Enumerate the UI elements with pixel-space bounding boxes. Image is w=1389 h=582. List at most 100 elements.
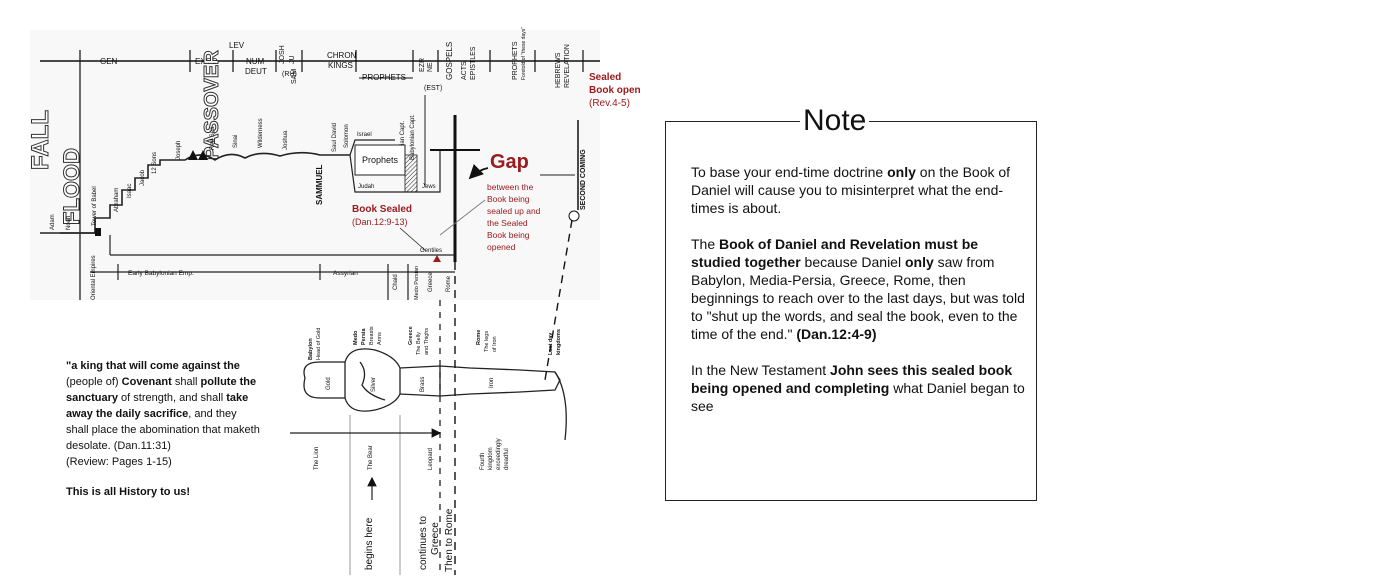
statue-label-head: Head of Gold <box>316 328 322 360</box>
note-p1-only: only <box>887 164 916 180</box>
statue-arm <box>359 361 386 401</box>
gap-desc-5: Book being <box>487 230 530 240</box>
statue-body <box>303 348 561 412</box>
statue-label-rome: Rome <box>476 330 482 345</box>
quote-line-3b: of strength, and shall <box>117 392 227 404</box>
saul-david-label: Saul David <box>332 123 338 152</box>
quote-dan-ref: (Dan.11:31) <box>113 440 171 452</box>
oriental-empires-label: Oriental Empires <box>91 255 97 300</box>
statue-top-labels: Babylon Head of Gold Medo Persia Breasts… <box>308 326 562 360</box>
gap-desc-6: opened <box>487 242 516 252</box>
passover-label: PASSOVER <box>201 50 223 160</box>
assyrian-capt-label: Assyrian Capt. <box>400 121 406 160</box>
statue-label-iron: of Iron <box>492 336 498 352</box>
gap-desc-1: between the <box>487 182 534 192</box>
joseph-label: Joseph <box>176 141 182 160</box>
timeline-ticks <box>79 50 584 300</box>
tower-label: Tower of Babel <box>92 186 98 226</box>
gap-arrow <box>468 164 489 180</box>
quote-line-4b: , and they <box>188 408 237 420</box>
jacob-label: Jacob <box>140 169 146 186</box>
patriarch-path <box>60 151 350 234</box>
quote-line-5: shall place the abomination that maketh <box>66 424 260 436</box>
note-p3-bold: John sees this sealed book being opened … <box>691 362 1013 396</box>
wilderness-label: Wilderness <box>258 118 264 148</box>
book-epistles: EPISTLES <box>470 46 477 80</box>
captivity-hatch <box>404 154 418 193</box>
then-to-rome-label: Then to Rome <box>444 508 455 572</box>
beast-lion: The Lion <box>314 447 320 470</box>
note-p1-c: on the Book of Daniel will cause you to … <box>691 164 1011 216</box>
statue-label-lastday: Last day <box>548 332 554 355</box>
book-kings: KINGS <box>328 61 353 70</box>
note-paragraph-1: To base your end-time doctrine only on t… <box>691 163 1026 217</box>
statue-label-breasts: Breasts <box>369 326 375 345</box>
assyrian-label: Assyrian <box>333 270 358 277</box>
early-babylonian-label: Early Babylonian Emp. <box>128 270 194 277</box>
book-chron: CHRON <box>327 51 357 60</box>
book-sam: SAM <box>291 69 298 84</box>
greece-bottom-label: Greece <box>430 522 441 555</box>
statue-label-arms: Arms <box>377 332 383 345</box>
isaac-label: Isaac <box>127 184 133 198</box>
judah-branch <box>349 154 420 193</box>
statue-label-thighs: and Thighs <box>424 328 430 355</box>
sealed-label-1: Sealed <box>589 72 621 83</box>
note-p3-c: what Daniel began to see <box>691 380 1025 414</box>
bible-timeline-diagram: GEN EXOD LEV NUM DEUT JOSH JU (RU) SAM C… <box>27 27 641 575</box>
rome-vlabel: Rome <box>446 275 452 292</box>
tower-marker <box>95 228 101 236</box>
statue-label-babylon: Babylon <box>308 338 314 360</box>
beast-fourth-3: exceedingly <box>496 438 502 470</box>
note-p2-c: because Daniel <box>800 254 905 270</box>
metal-iron: Iron <box>489 378 495 388</box>
book-sealed-ref: (Dan.12:9-13) <box>352 217 408 227</box>
quote-history-note: This is all History to us! <box>66 486 191 498</box>
samuel-label: SAMMUEL <box>315 164 324 205</box>
beast-labels: The Lion The Bear Leopard Fourth kingdom… <box>314 438 510 470</box>
gap-desc-2: Book being <box>487 194 530 204</box>
beast-bear: The Bear <box>368 445 374 470</box>
book-deut: DEUT <box>245 67 267 76</box>
book-ju: JU <box>289 55 296 64</box>
book-lev: LEV <box>229 41 245 50</box>
daniel-quote: "a king that will come against the (peop… <box>66 358 291 500</box>
passover-marker-2 <box>198 150 208 160</box>
patriarch-labels: Adam Noah Tower of Babel Abraham Isaac J… <box>50 114 416 230</box>
book-est: (EST) <box>424 85 442 92</box>
statue-label-persia: Persia <box>361 328 367 345</box>
quote-covenant: Covenant <box>121 376 172 388</box>
quote-daily-sacrifice: away the daily sacrifice <box>66 408 189 420</box>
solomon-label: Solomon <box>344 124 350 148</box>
sealed-label-3: (Rev.4-5) <box>589 98 630 109</box>
metal-brass: Brass <box>420 377 426 392</box>
statue-figure <box>303 348 567 441</box>
flood-label: FLOOD <box>59 148 84 225</box>
book-revelation: REVELATION <box>564 44 571 88</box>
quote-line-1: "a king that will come against the <box>66 360 240 372</box>
fall-label: FALL <box>27 110 54 170</box>
jews-label: Jews <box>422 184 436 190</box>
note-paragraph-2: The Book of Daniel and Revelation must b… <box>691 235 1026 343</box>
beast-fourth-4: dreadful <box>504 448 510 470</box>
note-p2-bold: Book of Daniel and Revelation must be st… <box>691 236 979 270</box>
note-p2-ref: (Dan.12:4-9) <box>796 326 877 342</box>
medo-persia-label: Medo Persian <box>414 266 420 300</box>
book-exod: EXOD <box>195 57 218 66</box>
noah-label: Noah <box>66 216 72 230</box>
book-josh: JOSH <box>279 45 286 64</box>
book-ezr: EZR <box>419 58 426 72</box>
sealed-label-2: Book open <box>589 85 641 96</box>
metal-silver: Silver <box>371 377 377 392</box>
quote-review: (Review: Pages 1-15) <box>66 456 172 468</box>
metal-gold: Gold <box>326 377 332 390</box>
note-paragraph-3: In the New Testament John sees this seal… <box>691 361 1026 415</box>
chald-label: Chald <box>393 274 399 290</box>
book-prophets: PROPHETS <box>362 73 406 82</box>
israel-branch <box>349 139 395 156</box>
book-acts: ACTS <box>461 61 468 80</box>
quote-line-6a: desolate. <box>66 440 114 452</box>
sinai-label: Sinai <box>233 135 239 148</box>
prophets-box <box>354 144 406 176</box>
abraham-label: Abraham <box>114 188 120 212</box>
